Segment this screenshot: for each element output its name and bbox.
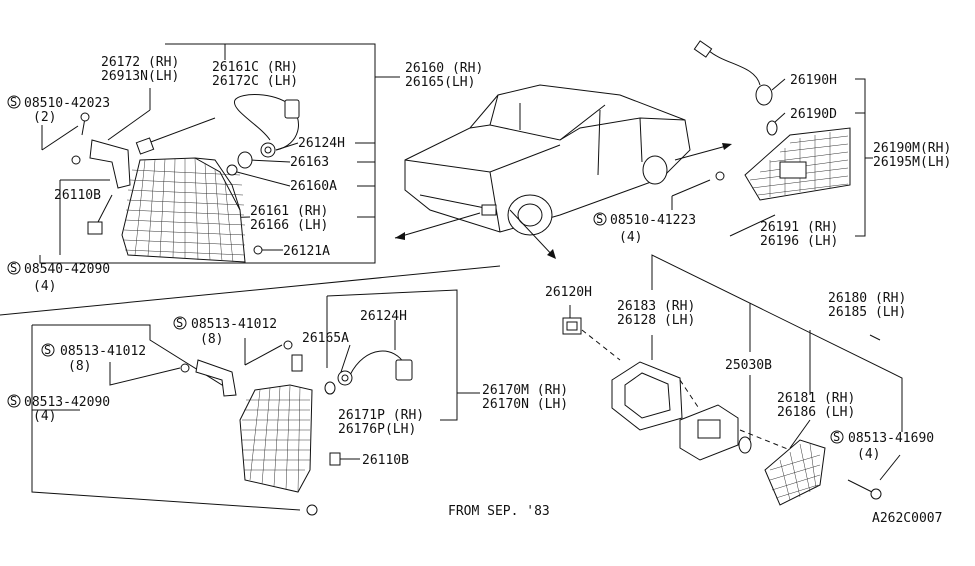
label: 26190D [790, 107, 837, 122]
label: 08513-41690 [848, 431, 934, 446]
label: 26163 [290, 155, 329, 170]
bottom-right-leader-lines [569, 254, 903, 481]
label: 26161 (RH) [250, 204, 328, 219]
side-marker-socket-26190h [693, 40, 778, 136]
assembly-dashed-lines [581, 329, 791, 451]
label: (4) [33, 279, 56, 294]
svg-text:S: S [10, 95, 17, 109]
screw-symbol-icon: S [41, 343, 55, 357]
label: 26191 (RH) [760, 220, 838, 235]
screw-26121a [253, 245, 263, 255]
svg-text:S: S [10, 261, 17, 275]
part-number-labels: 26172 (RH) 26913N(LH) 26161C (RH) 26172C… [7, 55, 951, 526]
label: 26195M(LH) [873, 155, 951, 170]
label: 26180 (RH) [828, 291, 906, 306]
screw-symbol-icon: S [7, 394, 21, 408]
label: (8) [200, 332, 223, 347]
label: 26186 (LH) [777, 405, 855, 420]
label: 26171P (RH) [338, 408, 424, 423]
svg-text:S: S [176, 316, 183, 330]
label: 08513-41012 [191, 317, 277, 332]
car-illustration [394, 84, 732, 259]
socket-25030b [679, 404, 752, 461]
label: 26170M (RH) [482, 383, 568, 398]
label: 26181 (RH) [777, 391, 855, 406]
front-combination-lamp-lower [239, 384, 313, 493]
screw-08510-42023 [71, 112, 90, 165]
label: (4) [619, 230, 642, 245]
label: 26160 (RH) [405, 61, 483, 76]
label: 08510-42023 [24, 96, 110, 111]
effective-date-note: FROM SEP. '83 [448, 504, 550, 519]
label: 26121A [283, 244, 330, 259]
label: 26165A [302, 331, 349, 346]
bulb-26163 [226, 151, 253, 176]
label: 26110B [362, 453, 409, 468]
svg-text:S: S [596, 212, 603, 226]
lower-bracket [195, 359, 237, 397]
screw-08513-41690 [847, 479, 882, 500]
label: 26120H [545, 285, 592, 300]
label: 26176P(LH) [338, 422, 416, 437]
label: 26161C (RH) [212, 60, 298, 75]
label: 25030B [725, 358, 772, 373]
label: 08540-42090 [24, 262, 110, 277]
lower-socket-harness [180, 340, 413, 516]
label: 26124H [298, 136, 345, 151]
label: 26165(LH) [405, 75, 475, 90]
label: 26185 (LH) [828, 305, 906, 320]
label: 26190H [790, 73, 837, 88]
label: (4) [33, 409, 56, 424]
svg-text:S: S [833, 430, 840, 444]
clip-26110b-top [87, 221, 103, 235]
divider-line [0, 265, 501, 316]
label: 26124H [360, 309, 407, 324]
label: 08513-41012 [60, 344, 146, 359]
label: 26196 (LH) [760, 234, 838, 249]
lens-26181 [764, 439, 826, 506]
label: 26110B [54, 188, 101, 203]
screw-symbol-icon: S [7, 261, 21, 275]
screw-symbol-icon: S [593, 212, 607, 226]
screw-symbol-icon: S [173, 316, 187, 330]
top-right-leader-lines [671, 78, 873, 237]
side-marker-lamp [744, 127, 851, 201]
label: 26183 (RH) [617, 299, 695, 314]
screw-symbol-icon: S [830, 430, 844, 444]
label: (2) [33, 110, 56, 125]
socket-harness-26124h [234, 94, 300, 158]
label: (8) [68, 359, 91, 374]
lamp-housing-bracket [89, 137, 155, 189]
diagram-reference-code: A262C0007 [872, 511, 942, 526]
label: 26913N(LH) [101, 69, 179, 84]
svg-text:S: S [10, 394, 17, 408]
svg-text:S: S [44, 343, 51, 357]
label: 26160A [290, 179, 337, 194]
clip-26120h [562, 317, 582, 335]
label: 26172 (RH) [101, 55, 179, 70]
bottom-left-leader-lines [31, 289, 480, 511]
label: 08513-42090 [24, 395, 110, 410]
label: 26170N (LH) [482, 397, 568, 412]
label: 08510-41223 [610, 213, 696, 228]
label: (4) [857, 447, 880, 462]
screw-symbol-icon: S [7, 95, 21, 109]
label: 26190M(RH) [873, 141, 951, 156]
label: 26166 (LH) [250, 218, 328, 233]
label: 26172C (LH) [212, 74, 298, 89]
front-combination-lamp-rh [121, 157, 246, 263]
gasket-26183 [611, 361, 683, 431]
label: 26128 (LH) [617, 313, 695, 328]
